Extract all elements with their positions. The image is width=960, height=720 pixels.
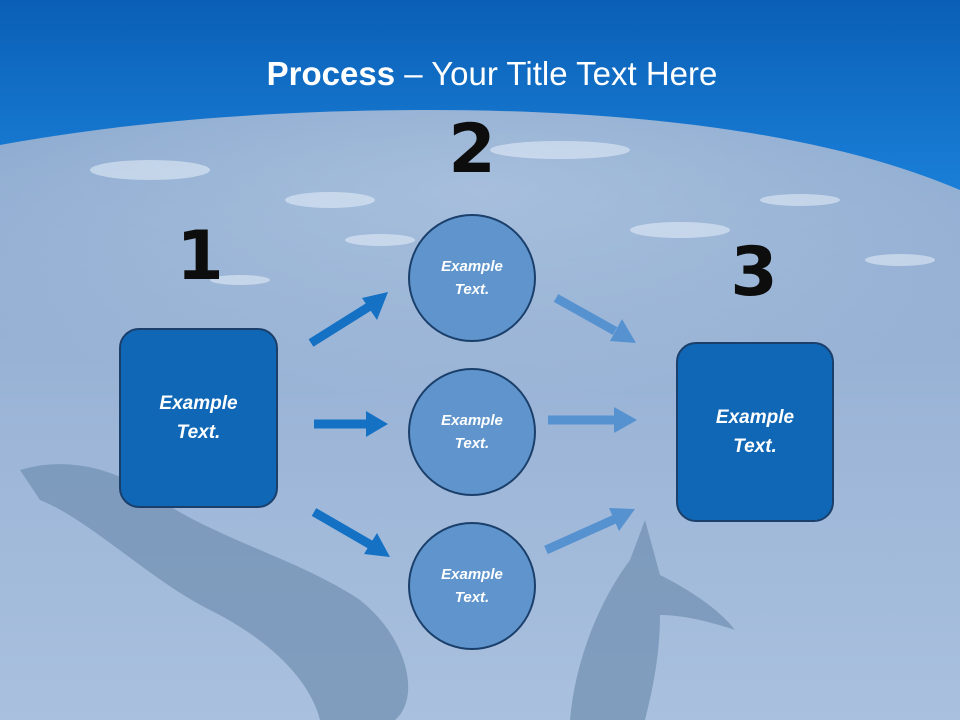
- right-box-text: Example Text.: [715, 407, 795, 457]
- right-process-box: Example Text.: [676, 342, 834, 522]
- arrow-to-top-circle: [308, 292, 388, 347]
- arrow-to-bottom-circle: [311, 508, 390, 557]
- circle-bottom-text: Example Text.: [441, 566, 503, 606]
- circle-bottom: Example Text.: [408, 522, 536, 650]
- step-number-1: 1: [176, 217, 224, 296]
- left-process-box: Example Text.: [119, 328, 278, 508]
- slide-title: Process – Your Title Text Here: [0, 52, 960, 96]
- arrow-from-bottom-circle: [544, 508, 635, 555]
- arrow-to-middle-circle: [314, 411, 388, 437]
- circle-top: Example Text.: [408, 214, 536, 342]
- circle-top-text: Example Text.: [441, 258, 503, 298]
- circle-middle-text: Example Text.: [441, 412, 503, 452]
- title-bold: Process: [266, 55, 396, 92]
- left-box-text: Example Text.: [159, 393, 238, 443]
- title-rest: – Your Title Text Here: [395, 55, 718, 92]
- circle-middle: Example Text.: [408, 368, 536, 496]
- arrow-from-top-circle: [553, 294, 636, 343]
- arrow-from-middle-circle: [548, 407, 637, 433]
- step-number-2: 2: [448, 110, 496, 189]
- step-number-3: 3: [730, 233, 778, 312]
